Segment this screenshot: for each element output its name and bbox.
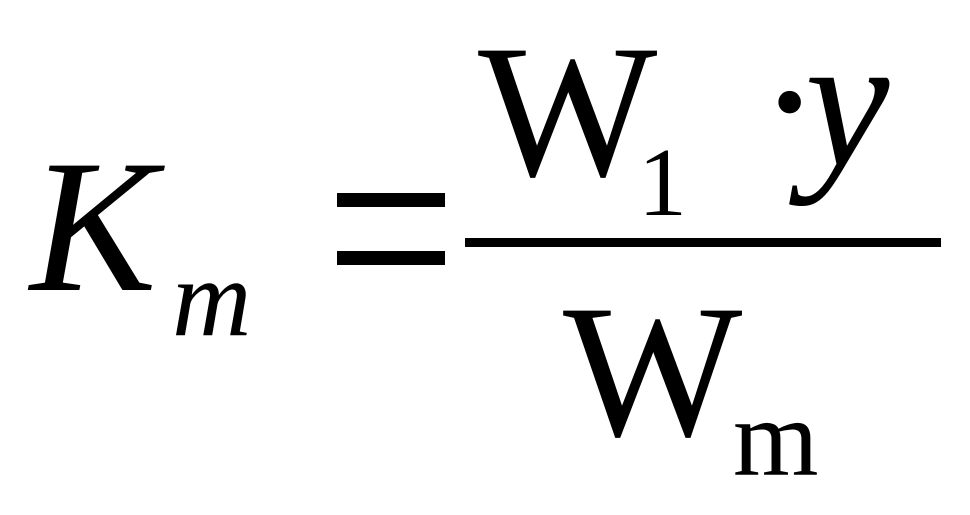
denominator-symbol: W: [563, 267, 742, 477]
numerator-symbol: W: [478, 7, 657, 217]
lhs-subscript: m: [172, 237, 251, 359]
numerator-subscript: 1: [638, 129, 687, 237]
denominator-subscript: m: [733, 377, 819, 499]
numerator-factor: y: [789, 0, 890, 207]
fraction-bar: [465, 238, 941, 247]
lhs-symbol: K: [27, 122, 165, 332]
equals-bar-bottom: [337, 251, 445, 265]
equals-bar-top: [337, 193, 445, 207]
multiply-dot: ·: [758, 0, 821, 207]
